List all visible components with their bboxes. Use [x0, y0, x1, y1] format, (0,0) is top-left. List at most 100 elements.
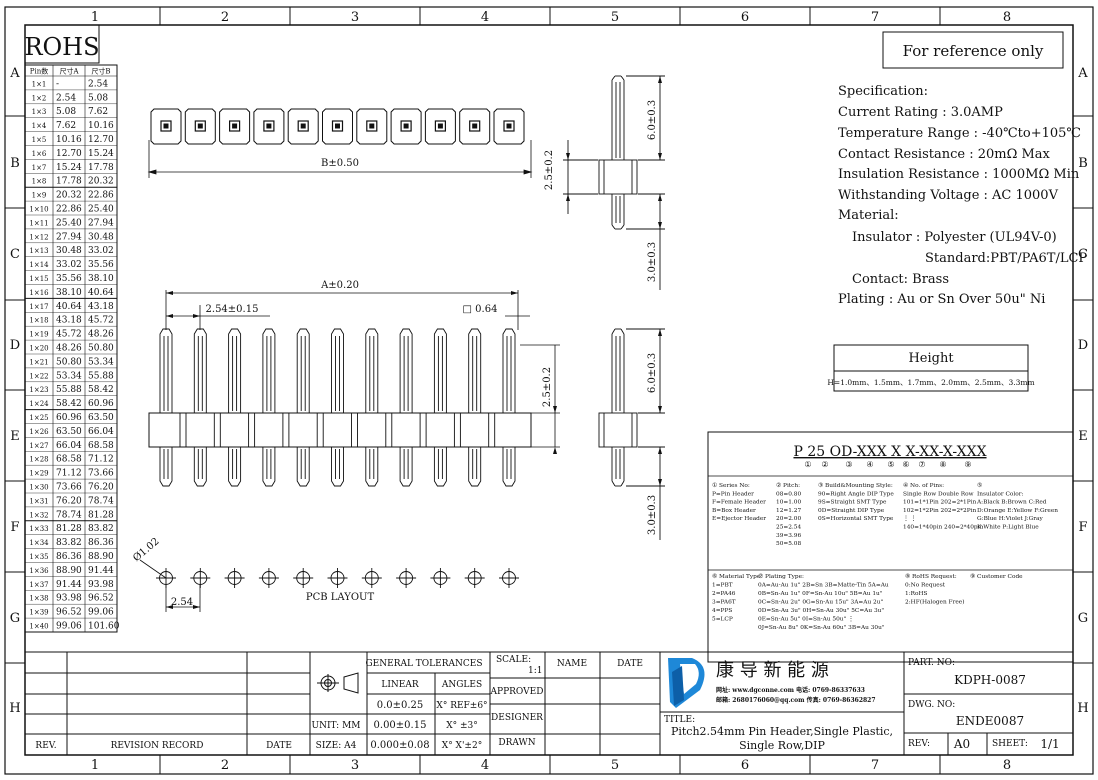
zone-row-b-right: B: [1078, 156, 1088, 171]
front-view-body: [148, 412, 532, 448]
front-view-pin: [159, 328, 187, 487]
zone-col-4-top: 4: [481, 10, 489, 25]
pin-table-cell: 48.26: [88, 330, 114, 340]
top-view-pin-square: [163, 123, 169, 129]
zone-col-6-bottom: 6: [741, 758, 749, 773]
top-view-pin-square: [300, 123, 306, 129]
top-view-pin-square: [335, 123, 340, 129]
zone-row-f-left: F: [10, 520, 19, 535]
company-mail: 邮箱: 2680176060@qq.com 传真: 0769-86362827: [716, 696, 876, 704]
pin-table-cell: 7.62: [56, 121, 76, 131]
pin-table-cell: 40.64: [56, 302, 82, 312]
pin-table-cell: 27.94: [56, 232, 82, 242]
designer-label: DESIGNER: [491, 713, 543, 723]
zone-col-7-bottom: 7: [871, 758, 879, 773]
pin-table-cell: 1×19: [29, 331, 48, 339]
top-view-pin-square: [232, 123, 238, 129]
code-detail-insulator_color: Insulator Color:: [977, 491, 1024, 497]
top-view-pin-square: [403, 123, 409, 129]
pin-table-cell: 1×27: [29, 442, 48, 450]
pin-table-cell: 30.48: [56, 246, 82, 256]
pin-table-cell: 10.16: [88, 121, 114, 131]
code-detail-pins: 102=1*2Pin 202=2*2Pin: [903, 508, 976, 514]
zone-col-1-top: 1: [91, 10, 99, 25]
pin-table-cell: 1×39: [29, 609, 48, 617]
pin-table-cell: 73.66: [88, 469, 114, 479]
zone-col-2-top: 2: [221, 10, 229, 25]
spec-line-1: Current Rating : 3.0AMP: [838, 105, 1003, 120]
company-name-cn: 康 导 新 能 源: [716, 660, 829, 681]
top-view-pin-square: [197, 123, 203, 129]
pin-table-cell: 53.34: [88, 357, 114, 367]
code-detail-rohs: 0:No Request: [905, 583, 946, 589]
code-detail-pins: Single Row Double Row: [903, 491, 974, 497]
top-view-pin: [434, 120, 446, 132]
pin-table-cell: 10.16: [56, 135, 82, 145]
top-view: [150, 108, 525, 145]
zone-col-8-bottom: 8: [1003, 758, 1011, 773]
pin-table-cell: 88.90: [88, 552, 114, 562]
pin-table-cell: 1×28: [29, 456, 48, 464]
side-view-top-arrows: [566, 76, 662, 229]
pin-table-cell: 43.18: [88, 302, 114, 312]
pin-table-cell: 5.08: [56, 107, 76, 117]
spec-line-6: Material:: [838, 208, 899, 223]
pin-table-header: Pin数: [30, 67, 48, 76]
pin-table-cell: 66.04: [56, 441, 82, 451]
top-view-pin-body: [322, 108, 353, 145]
code-detail-rohs: 1:RoHS: [905, 591, 928, 597]
zone-row-b-left: B: [10, 156, 20, 171]
front-view-pin: [262, 328, 290, 487]
pin-table-cell: 50.80: [56, 357, 82, 367]
tol-ang2: X° ±3°: [446, 721, 478, 731]
pin-table-cell: 1×3: [32, 108, 47, 116]
name-header: NAME: [557, 659, 587, 669]
reference-note-box: [882, 31, 1064, 69]
zone-col-2-bottom: 2: [221, 758, 229, 773]
dim-h25-front: 2.5±0.2: [542, 367, 553, 407]
pin-table-cell: 1×37: [29, 581, 48, 589]
pin-table-cell: 99.06: [56, 622, 82, 632]
pin-table-cell: 38.10: [56, 288, 82, 298]
code-circle: ①: [804, 460, 811, 469]
code-detail-customer: ⑨ Customer Code: [970, 573, 1023, 580]
zone-ticks: [5, 7, 1093, 774]
pin-table-cell: 91.44: [88, 566, 114, 576]
pin-table-cell: 71.12: [56, 469, 82, 479]
code-detail-insulator_color: A:Black B:Brown C:Red: [976, 500, 1047, 506]
front-view-pin: [193, 328, 221, 487]
pin-table-cell: 78.74: [56, 510, 82, 520]
pin-table-cell: 96.52: [88, 594, 114, 604]
spec-line-8: Standard:PBT/PA6T/LCP: [925, 251, 1087, 266]
part-code-box: [707, 431, 1074, 663]
pin-table-cell: 1×8: [32, 178, 47, 186]
pin-table-cell: 27.94: [88, 218, 114, 228]
part-code: P 25 OD-XXX X X-XX-X-XXX: [793, 444, 986, 460]
pin-table-cell: 1×20: [29, 345, 48, 353]
pin-table-cell: 15.24: [88, 149, 114, 159]
pin-table-cell: 1×1: [32, 80, 47, 88]
pcb-hole: [258, 568, 279, 588]
code-detail-series: P=Pin Header: [712, 491, 754, 497]
pin-table-cell: 81.28: [56, 524, 82, 534]
dim-h60-side: 6.0±0.3: [647, 353, 658, 393]
pin-table-cell: 1×30: [29, 484, 48, 492]
top-view-pin: [400, 120, 412, 132]
pin-table-cell: 25.40: [56, 218, 82, 228]
code-detail-plating: 0A=Au-Au 1u" 2B=Sn 3B=Matte-Tin 5A=Au: [758, 583, 889, 589]
pcb-hole: [430, 568, 451, 588]
pin-table-cell: 1×21: [29, 358, 48, 366]
front-view-pin: [399, 328, 427, 487]
pin-table-cell: 1×25: [29, 414, 48, 422]
pin-table-cell: 83.82: [56, 538, 82, 548]
pin-table-cell: 22.86: [88, 191, 114, 201]
zone-col-6-top: 6: [741, 10, 749, 25]
code-detail-material: ⑥ Material Type:: [712, 573, 762, 580]
top-view-pin-body: [390, 108, 422, 145]
tol-ang3: X° X'±2°: [442, 741, 482, 751]
code-detail-build: ③ Build&Mounting Style:: [818, 482, 893, 489]
code-detail-rohs: 2:HF(Halogen Free): [905, 599, 964, 606]
